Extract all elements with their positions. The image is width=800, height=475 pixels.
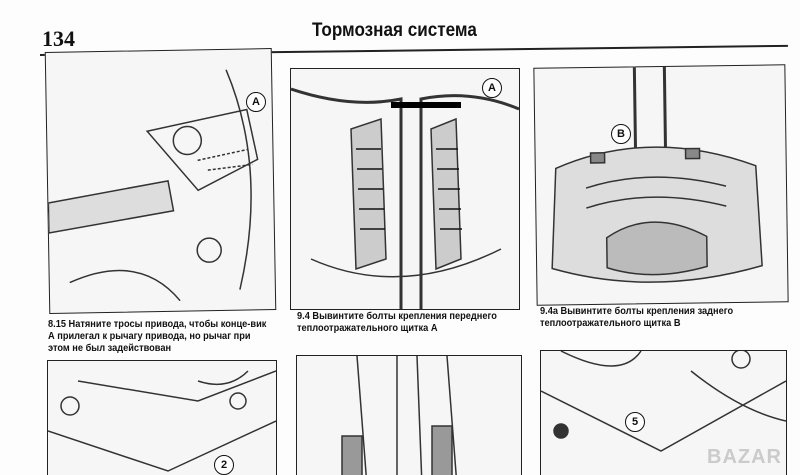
watermark: BAZAR [707,446,782,468]
callout-a: A [246,92,266,112]
figure-pedals-image [296,355,522,475]
figure-caption: 8.15 Натяните тросы привода, чтобы конце… [48,318,267,354]
page-title: Тормозная система [312,20,477,41]
callout-5: 5 [625,412,645,432]
page-number: 134 [42,26,75,51]
figure-caption: 9.4а Вывинтите болты крепления заднего т… [540,305,734,329]
figure-8-15-image [44,48,277,314]
callout-a: A [482,78,502,98]
figure-image [540,350,787,475]
figure-9-4a-image [533,64,789,306]
figure-caption: 9.4 Вывинтите болты крепления переднего … [297,310,497,334]
figure-9-4-image [290,68,520,310]
figure-image [47,360,277,475]
callout-2: 2 [214,455,234,475]
callout-b: B [611,124,631,144]
